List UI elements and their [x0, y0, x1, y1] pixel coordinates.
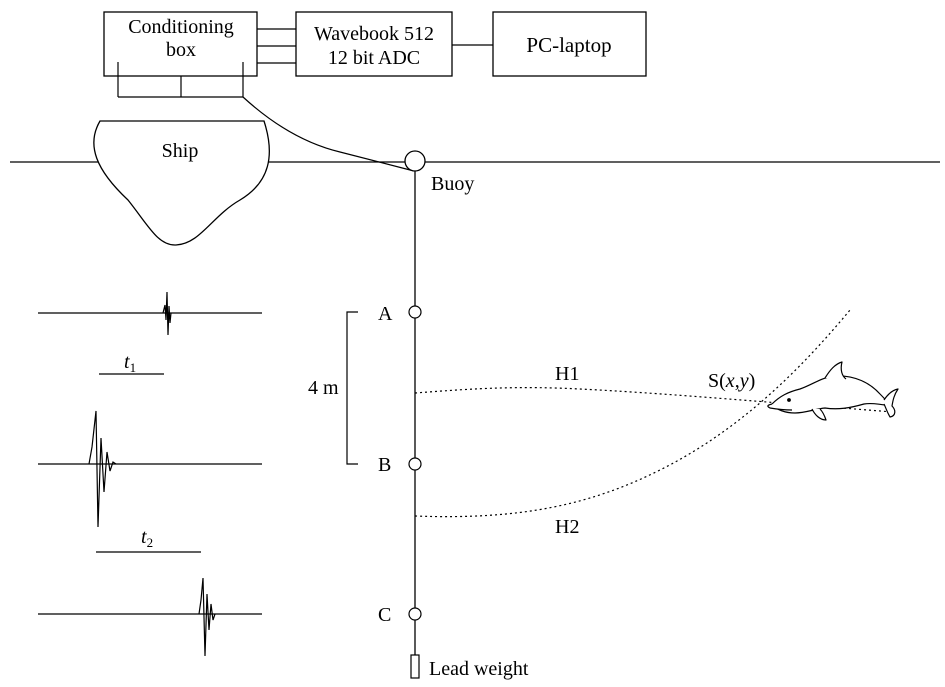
conditioning-box-label-line1: Conditioning [128, 16, 234, 38]
delay-t1-base: t [124, 351, 130, 373]
hydrophone-b-label: B [378, 454, 391, 476]
lead-weight: Lead weight [410, 654, 529, 680]
delay-t2-label: t2 [141, 526, 153, 550]
laptop-box: PC-laptop [492, 11, 647, 77]
laptop-label: PC-laptop [526, 33, 611, 57]
path-h2 [414, 309, 851, 518]
adc-box: Wavebook 512 12 bit ADC [295, 11, 453, 77]
delay-t1-sub: 1 [130, 360, 137, 375]
source-suffix: ) [749, 370, 756, 392]
conditioning-box: Conditioning box [103, 11, 258, 98]
hydrophone-c-label: C [378, 604, 391, 626]
lead-weight-label: Lead weight [429, 658, 529, 680]
buoy: Buoy [404, 150, 474, 195]
spacing-label: 4 m [308, 377, 339, 399]
conditioning-box-label-line2: box [166, 39, 196, 61]
waveform-trace-c [38, 577, 262, 657]
hydrophone-b: B [378, 454, 422, 476]
box-to-adc-wires [257, 28, 296, 64]
signal-cable [242, 96, 415, 172]
delay-t1-marker: t1 [99, 351, 164, 375]
ship: Ship [93, 120, 270, 246]
delay-t2-sub: 2 [147, 535, 154, 550]
path-h2-label: H2 [555, 516, 579, 538]
spacing-bracket: 4 m [308, 311, 358, 465]
delay-t1-label: t1 [124, 351, 136, 375]
path-h1-label: H1 [555, 363, 579, 385]
source-label: S(x,y) [708, 370, 755, 392]
dolphin-icon [767, 361, 899, 421]
ship-label: Ship [162, 140, 199, 162]
source-prefix: S( [708, 370, 726, 392]
waveform-trace-a [38, 291, 262, 336]
hydrophone-a-label: A [378, 303, 393, 325]
adc-label-line1: Wavebook 512 [314, 23, 434, 45]
source-sep: , [735, 370, 740, 392]
source-y: y [738, 370, 749, 392]
adc-label-line2: 12 bit ADC [328, 47, 420, 69]
hydrophone-c: C [378, 604, 422, 626]
hydrophone-a: A [378, 303, 422, 325]
delay-t2-base: t [141, 526, 147, 548]
buoy-label: Buoy [431, 173, 474, 195]
delay-t2-marker: t2 [96, 526, 201, 553]
source-x: x [725, 370, 735, 392]
waveform-trace-b [38, 410, 262, 528]
